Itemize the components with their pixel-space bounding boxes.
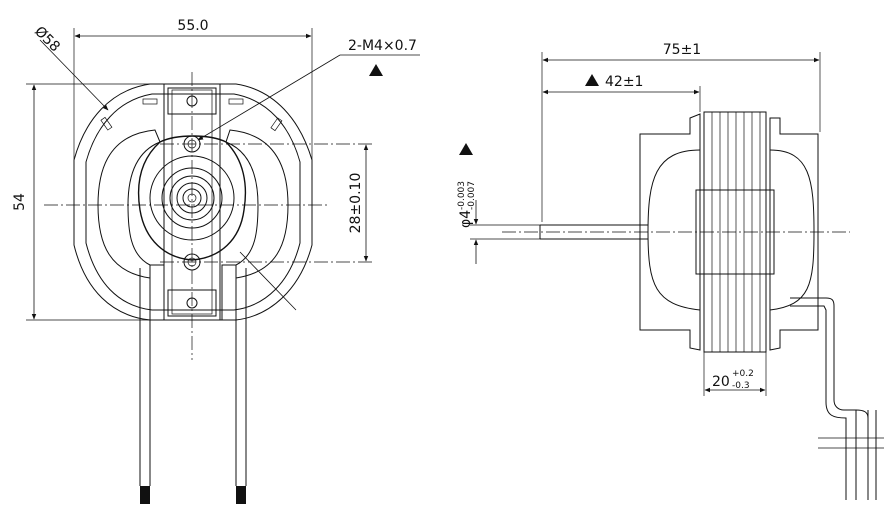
dim-hole-spacing-label: 28±0.10 xyxy=(348,173,364,234)
m4-leader xyxy=(197,54,341,141)
side-wire-a xyxy=(790,297,857,500)
rotor-housing xyxy=(137,135,247,261)
ring-slot-top-right xyxy=(228,98,244,105)
side-coil-bulge xyxy=(647,149,701,311)
side-frame xyxy=(639,113,701,351)
right-wire-tip xyxy=(236,486,246,504)
shaft-dia-upper-tol: -0.003 xyxy=(457,181,467,210)
side-wire-b xyxy=(790,305,847,500)
shaft-dia-lower-tol: -0.007 xyxy=(467,181,477,210)
dim-width-label: 55.0 xyxy=(177,18,208,34)
shaft-dia-critical-triangle xyxy=(459,143,473,155)
dim-outer-dia-label: Ø58 xyxy=(31,24,63,56)
top-mount-tab xyxy=(167,87,217,115)
left-bracket xyxy=(149,264,165,321)
dim-height-label: 54 xyxy=(12,193,28,211)
left-wire-tip xyxy=(140,486,150,504)
ring-slot-right xyxy=(270,117,283,132)
side-view: 75±1 42±1 φ4 -0.003 -0.007 20 +0.2 -0.3 xyxy=(457,42,884,500)
ring-slot-left xyxy=(100,116,113,131)
thread-spec-label: 2-M4×0.7 xyxy=(348,38,417,54)
stack-upper-tol: +0.2 xyxy=(732,369,754,379)
right-bracket xyxy=(221,264,237,321)
stack-width-label: 20 xyxy=(712,374,730,390)
dim-shaft-length-label: 42±1 xyxy=(605,74,643,90)
stack-lower-tol: -0.3 xyxy=(732,381,750,391)
thread-critical-triangle xyxy=(369,64,383,76)
front-view: 55.0 54 28±0.10 Ø58 2-M4×0.7 xyxy=(12,18,420,504)
dim-overall-length-label: 75±1 xyxy=(663,42,701,58)
right-coil-window xyxy=(225,129,289,279)
ring-slot-top-left xyxy=(142,98,158,105)
side-wire-bend xyxy=(855,409,869,419)
side-frame-right xyxy=(769,117,819,351)
dia58-leader xyxy=(39,39,109,111)
shaft-dia-label: φ4 xyxy=(458,210,474,228)
side-coil-bulge-right xyxy=(769,149,815,311)
front-inner-housing xyxy=(85,93,301,311)
dia58-leader-far xyxy=(239,251,297,311)
rotor-ring-3 xyxy=(169,175,215,221)
shaft-length-critical-triangle xyxy=(585,74,599,86)
